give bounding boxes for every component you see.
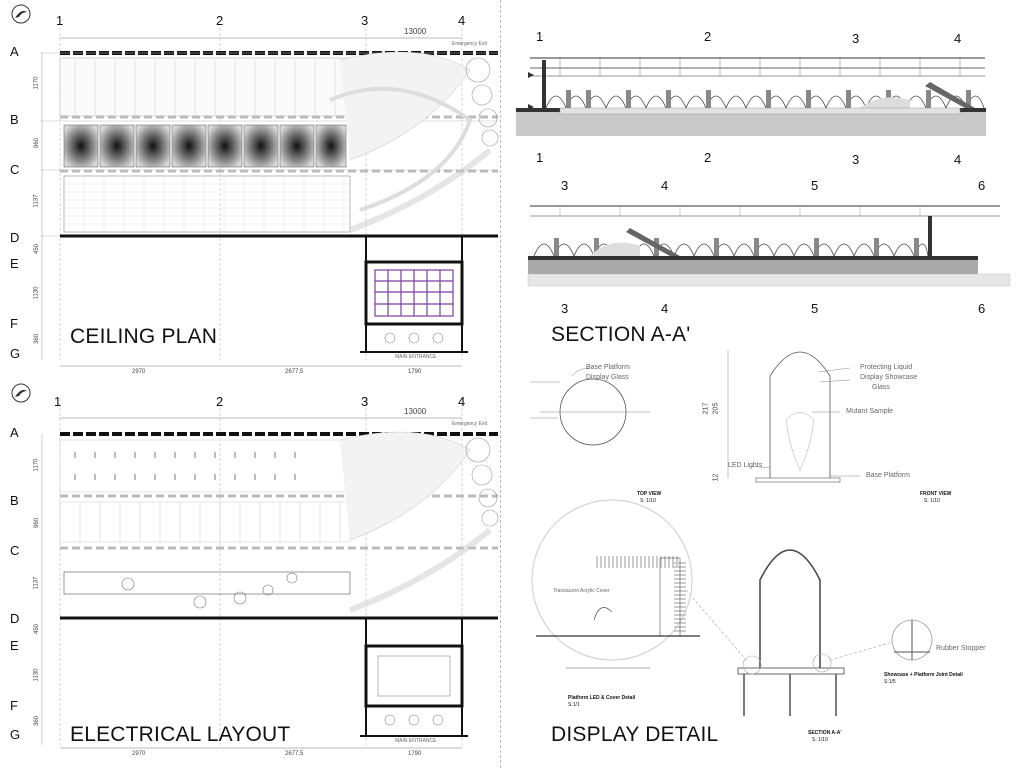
electrical-row-a: A — [10, 425, 19, 440]
top-view-label-base: Base Platform — [586, 364, 630, 371]
ceiling-bottom-dim-2: 2677,5 — [285, 369, 304, 375]
led-detail-title: Platform LED & Cover Detail — [568, 695, 636, 701]
electrical-col-3: 3 — [361, 394, 369, 409]
ceiling-row-dim-1: 1170 — [33, 76, 40, 90]
electrical-row-c: C — [10, 543, 20, 558]
section-low-4: 4 — [661, 178, 669, 193]
ceiling-emergency-note: Emergency Exit — [452, 41, 488, 47]
electrical-row-f: F — [10, 698, 18, 713]
joint-detail-scale: S:1/5 — [884, 679, 896, 685]
front-view-title: FRONT VIEW — [920, 491, 952, 497]
electrical-col-4: 4 — [458, 394, 466, 409]
section-detail-title: SECTION A-A' — [808, 730, 842, 736]
section-low-5: 5 — [811, 178, 819, 193]
rubber-stopper-label: Rubber Stopper — [936, 645, 986, 652]
ceiling-row-dim-5: 1130 — [33, 286, 40, 300]
display-detail-label: DISPLAY DETAIL — [551, 723, 719, 746]
front-view-label-liquid: Protecting Liquid — [860, 364, 913, 371]
ceiling-row-dim-4: 450 — [34, 243, 41, 255]
top-view-title: TOP VIEW — [637, 491, 662, 497]
ceiling-row-d: D — [10, 230, 20, 245]
electrical-layout-drawing — [41, 398, 499, 749]
ceiling-col-1: 1 — [56, 13, 64, 28]
logo-icon-bottom — [11, 383, 31, 403]
section-mid-1: 1 — [536, 150, 544, 165]
electrical-entrance-note: MAIN ENTRANCE — [395, 738, 437, 744]
electrical-bottom-dim-3: 1790 — [408, 751, 422, 757]
front-dim-12: 12 — [712, 473, 720, 482]
led-detail-label: Translucent Acrylic Cover — [553, 588, 610, 594]
front-view-label-glass: Glass — [872, 384, 890, 391]
electrical-row-dim-1: 1170 — [33, 458, 40, 472]
ceiling-row-f: F — [10, 316, 18, 331]
ceiling-row-dim-3: 1137 — [33, 194, 40, 208]
front-dim-205: 205 — [712, 402, 720, 415]
electrical-row-b: B — [10, 493, 19, 508]
ceiling-entrance-note: MAIN ENTRANCE — [395, 354, 437, 360]
front-dim-217: 217 — [702, 402, 710, 415]
electrical-row-dim-6: 360 — [34, 715, 41, 727]
front-view-label-showcase: Display Showcase — [860, 374, 918, 381]
electrical-row-g: G — [10, 727, 21, 742]
ceiling-plan-drawing — [40, 28, 499, 367]
section-low-6: 6 — [978, 178, 986, 193]
ceiling-row-e: E — [10, 256, 19, 271]
ceiling-row-dim-6: 360 — [34, 333, 41, 345]
ceiling-overall-dim: 13000 — [404, 27, 427, 36]
front-view-label-mutant: Mutant Sample — [846, 408, 894, 415]
electrical-row-e: E — [10, 638, 19, 653]
electrical-emergency-note: Emergency Exit — [452, 421, 488, 427]
section-top-4: 4 — [954, 31, 962, 46]
section-detail-scale: S: 1/10 — [812, 737, 828, 743]
ceiling-col-3: 3 — [361, 13, 369, 28]
section-label: SECTION A-A' — [551, 323, 691, 346]
section-top-1: 1 — [536, 29, 544, 44]
section-mid-3: 3 — [852, 152, 860, 167]
joint-detail-title: Showcase + Platform Joint Detail — [884, 672, 963, 678]
electrical-row-dim-2: 960 — [34, 517, 41, 529]
ceiling-col-4: 4 — [458, 13, 466, 28]
electrical-col-1: 1 — [54, 394, 62, 409]
ceiling-row-dim-2: 960 — [34, 137, 41, 149]
display-detail-drawing — [530, 350, 933, 716]
electrical-row-dim-4: 450 — [34, 623, 41, 635]
top-view-label-glass: Display Glass — [586, 374, 629, 381]
electrical-row-dim-3: 1137 — [33, 576, 40, 590]
electrical-bottom-dim-2: 2677,5 — [285, 751, 304, 757]
front-view-label-platform: Base Platform — [866, 472, 910, 479]
section-bottom-5: 5 — [811, 301, 819, 316]
ceiling-row-c: C — [10, 162, 20, 177]
section-bottom-4: 4 — [661, 301, 669, 316]
ceiling-col-2: 2 — [216, 13, 224, 28]
section-top-3: 3 — [852, 31, 860, 46]
section-drawing — [516, 57, 1011, 287]
electrical-row-d: D — [10, 611, 20, 626]
section-bottom-6: 6 — [978, 301, 986, 316]
ceiling-plan-label: CEILING PLAN — [70, 325, 218, 348]
section-top-2: 2 — [704, 29, 712, 44]
electrical-col-2: 2 — [216, 394, 224, 409]
ceiling-row-g: G — [10, 346, 21, 361]
ceiling-row-a: A — [10, 44, 19, 59]
section-mid-2: 2 — [704, 150, 712, 165]
ceiling-bottom-dim-1: 2970 — [132, 369, 146, 375]
electrical-overall-dim: 13000 — [404, 407, 427, 416]
ceiling-bottom-dim-3: 1790 — [408, 369, 422, 375]
section-bottom-3: 3 — [561, 301, 569, 316]
section-low-3: 3 — [561, 178, 569, 193]
section-mid-4: 4 — [954, 152, 962, 167]
ceiling-row-b: B — [10, 112, 19, 127]
top-view-scale: S: 1/10 — [640, 498, 656, 504]
electrical-layout-label: ELECTRICAL LAYOUT — [70, 723, 291, 746]
panel-divider — [500, 0, 501, 768]
front-view-scale: S: 1/10 — [924, 498, 940, 504]
logo-icon-top — [11, 4, 31, 24]
front-view-label-led: LED Lights — [728, 462, 763, 469]
electrical-row-dim-5: 1130 — [33, 668, 40, 682]
led-detail-scale: S:1/1 — [568, 702, 580, 708]
electrical-bottom-dim-1: 2970 — [132, 751, 146, 757]
